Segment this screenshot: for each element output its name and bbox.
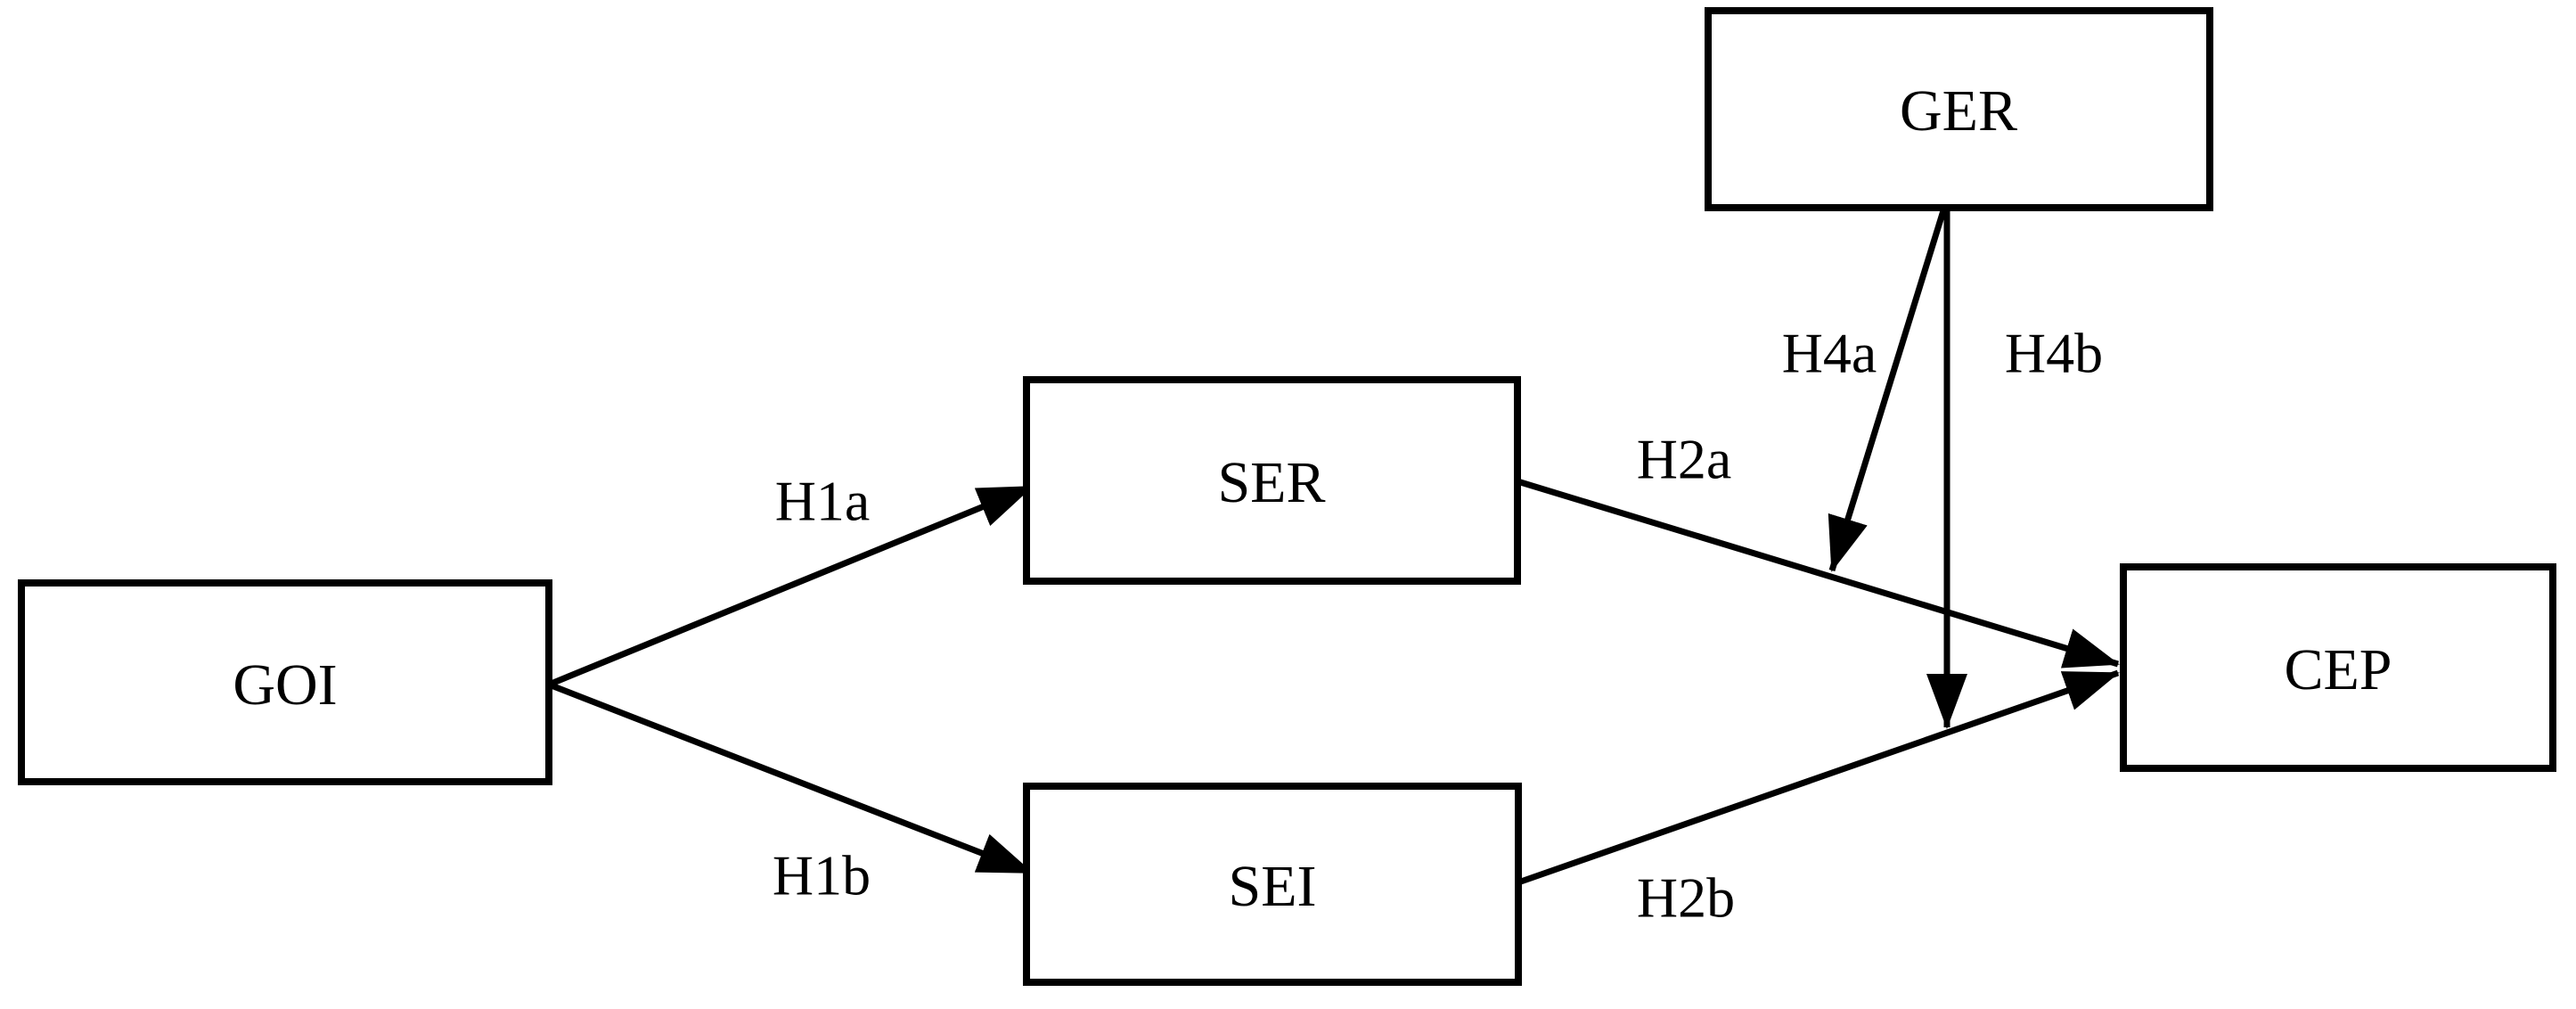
node-ger: GER bbox=[1705, 7, 2213, 211]
edge-goi-ser bbox=[547, 483, 1034, 688]
edge-label-h4a: H4a bbox=[1782, 321, 1877, 384]
node-ser: SER bbox=[1023, 376, 1521, 585]
ser-box bbox=[1023, 376, 1521, 585]
edge-goi-sei bbox=[547, 681, 1034, 876]
ser-label: SER bbox=[1217, 450, 1325, 515]
goi-label: GOI bbox=[233, 652, 337, 718]
edge-ser-cep bbox=[1516, 478, 2120, 669]
edge-label-h2b: H2b bbox=[1637, 865, 1735, 929]
cep-box bbox=[2120, 563, 2556, 772]
ger-box bbox=[1705, 7, 2213, 211]
edge-sei-cep bbox=[1517, 669, 2120, 886]
node-sei: SEI bbox=[1023, 783, 1522, 986]
edge-label-h1a: H1a bbox=[775, 469, 871, 532]
node-cep: CEP bbox=[2120, 563, 2556, 772]
goi-box bbox=[18, 579, 552, 785]
sei-box bbox=[1023, 783, 1522, 986]
edge-label-h4b: H4b bbox=[2005, 321, 2103, 384]
cep-label: CEP bbox=[2284, 637, 2392, 702]
edge-ger-serpath bbox=[1828, 206, 1948, 572]
edge-label-h2a: H2a bbox=[1637, 427, 1732, 490]
edge-label-h1b: H1b bbox=[773, 843, 871, 906]
ger-label: GER bbox=[1900, 78, 2017, 144]
sei-label: SEI bbox=[1229, 854, 1317, 919]
node-goi: GOI bbox=[18, 579, 552, 785]
